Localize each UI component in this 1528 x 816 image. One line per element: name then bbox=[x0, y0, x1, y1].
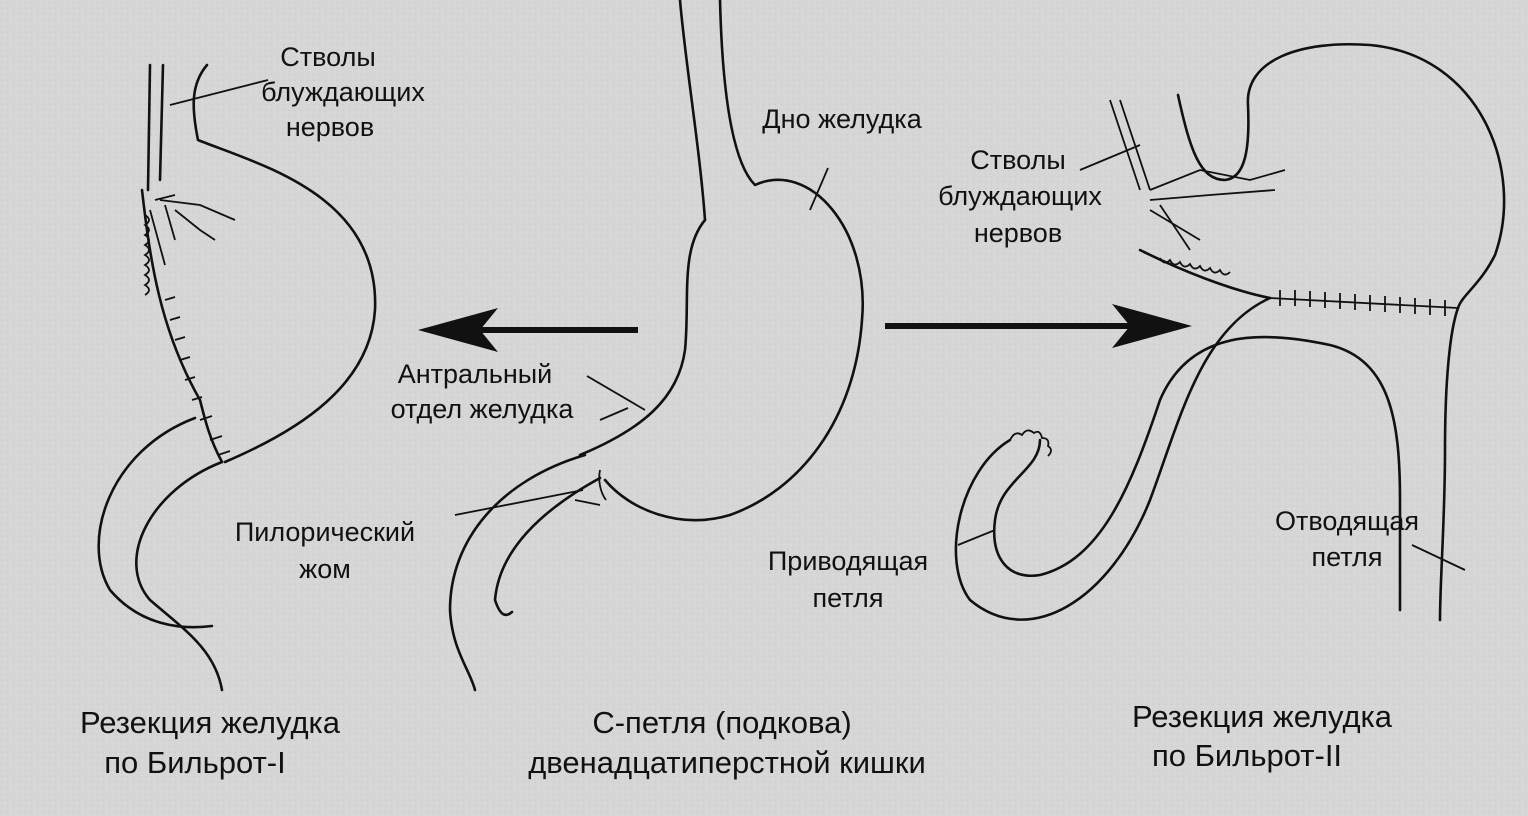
right-caption-line2: по Бильрот-II bbox=[1152, 738, 1342, 773]
billroth-1-stomach bbox=[97, 63, 377, 692]
label-line: Отводящая bbox=[1275, 506, 1419, 536]
label-line: блуждающих bbox=[261, 77, 425, 107]
center-caption-line1: С-петля (подкова) bbox=[592, 705, 851, 740]
billroth-2-stomach bbox=[954, 43, 1506, 622]
fundus-label: Дно желудка bbox=[762, 104, 922, 134]
left-vagus-label: Стволы блуждающих нервов bbox=[261, 42, 425, 142]
label-line: Пилорический bbox=[235, 517, 415, 547]
label-line: петля bbox=[1312, 542, 1383, 572]
right-caption-line1: Резекция желудка bbox=[1132, 699, 1393, 734]
afferent-loop-label: Приводящая петля bbox=[768, 546, 928, 613]
arrow-left bbox=[418, 308, 638, 352]
label-line: отдел желудка bbox=[391, 394, 575, 424]
label-line: Антральный bbox=[398, 359, 553, 389]
label-line: жом bbox=[299, 554, 351, 584]
label-line: Стволы bbox=[280, 42, 376, 72]
label-line: Стволы bbox=[970, 145, 1066, 175]
efferent-loop-label: Отводящая петля bbox=[1275, 506, 1419, 572]
left-caption-line2: по Бильрот-I bbox=[104, 745, 285, 780]
label-line: Приводящая bbox=[768, 546, 928, 576]
normal-stomach bbox=[448, 0, 865, 692]
label-line: блуждающих bbox=[938, 181, 1102, 211]
antrum-label: Антральный отдел желудка bbox=[391, 359, 575, 424]
label-line: нервов bbox=[974, 218, 1062, 248]
right-vagus-label: Стволы блуждающих нервов bbox=[938, 145, 1102, 248]
arrow-right bbox=[885, 304, 1192, 348]
label-line: петля bbox=[813, 583, 884, 613]
center-caption-line2: двенадцатиперстной кишки bbox=[528, 745, 926, 780]
label-line: нервов bbox=[286, 112, 374, 142]
pylorus-label: Пилорический жом bbox=[235, 517, 415, 584]
left-caption-line1: Резекция желудка bbox=[80, 705, 341, 740]
